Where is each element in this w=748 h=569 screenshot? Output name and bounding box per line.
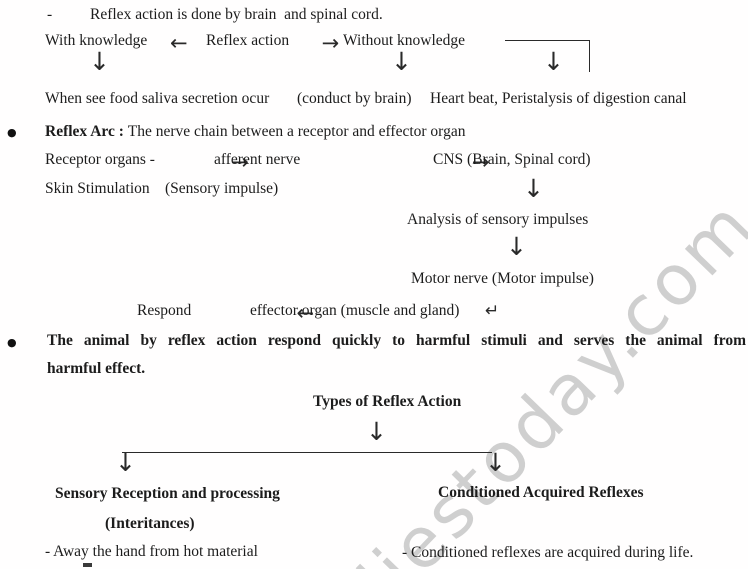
down-arrow-icon: ↓: [485, 448, 506, 477]
afferent-nerve-label: afferent nerve: [214, 151, 301, 168]
left-branch-subheading: (Interitances): [105, 515, 195, 532]
watermark-text: studiestoday.com: [241, 182, 748, 569]
right-arrow-icon: →: [321, 31, 340, 55]
skin-stimulation-label: Skin Stimulation: [45, 180, 150, 197]
reflex-action-label: Reflex action: [206, 32, 290, 49]
conduct-by-brain-label: (conduct by brain): [297, 90, 412, 107]
down-arrow-icon: ↓: [543, 47, 564, 76]
connector-bracket-line: [505, 40, 590, 72]
effector-organ-label: effector organ (muscle and gland): [250, 302, 460, 319]
reflex-arc-title: Reflex Arc :: [45, 123, 128, 140]
right-branch-item: - Conditioned reflexes are acquired duri…: [402, 544, 694, 561]
down-arrow-icon: ↓: [391, 47, 412, 76]
analysis-label: Analysis of sensory impulses: [407, 211, 589, 228]
note-line-2: harmful effect.: [47, 360, 146, 377]
respond-label: Respond: [137, 302, 192, 319]
reflex-arc-heading: Reflex Arc : The nerve chain between a r…: [45, 123, 465, 141]
bullet-icon: ●: [7, 336, 17, 349]
down-arrow-icon: ↓: [506, 232, 527, 261]
down-arrow-icon: ↓: [523, 174, 544, 203]
cns-label: CNS (Brain, Spinal cord): [433, 151, 591, 168]
intro-dash: -: [47, 6, 53, 23]
motor-nerve-label: Motor nerve (Motor impulse): [411, 270, 594, 287]
down-arrow-icon: ↓: [366, 417, 387, 446]
bullet-icon: ●: [7, 126, 17, 139]
branch-line: [122, 452, 492, 453]
reflex-arc-definition: The nerve chain between a receptor and e…: [127, 123, 466, 140]
left-arrow-icon: ←: [296, 301, 315, 325]
right-arrow-icon: →: [471, 150, 490, 174]
right-branch-heading: Conditioned Acquired Reflexes: [438, 484, 644, 501]
right-arrow-icon: →: [231, 150, 249, 174]
heartbeat-outcome-label: Heart beat, Peristalysis of digestion ca…: [430, 90, 687, 107]
intro-line: Reflex action is done by brain and spina…: [90, 6, 383, 23]
receptor-organs-label: Receptor organs -: [45, 151, 155, 168]
left-branch-heading: Sensory Reception and processing: [55, 485, 280, 502]
without-knowledge-label: Without knowledge: [343, 32, 466, 49]
scan-artifact: [83, 563, 92, 567]
saliva-outcome-label: When see food saliva secretion ocur: [45, 90, 270, 107]
left-branch-item: - Away the hand from hot material: [45, 543, 258, 560]
types-title: Types of Reflex Action: [313, 393, 462, 410]
left-arrow-icon: ←: [170, 31, 188, 55]
down-arrow-icon: ↓: [89, 47, 110, 76]
note-line-1: The animal by reflex action respond quic…: [47, 332, 746, 349]
down-arrow-icon: ↓: [115, 448, 136, 477]
sensory-impulse-label: (Sensory impulse): [165, 180, 279, 197]
return-arrow-icon: ↵: [485, 301, 500, 321]
with-knowledge-label: With knowledge: [45, 32, 148, 49]
